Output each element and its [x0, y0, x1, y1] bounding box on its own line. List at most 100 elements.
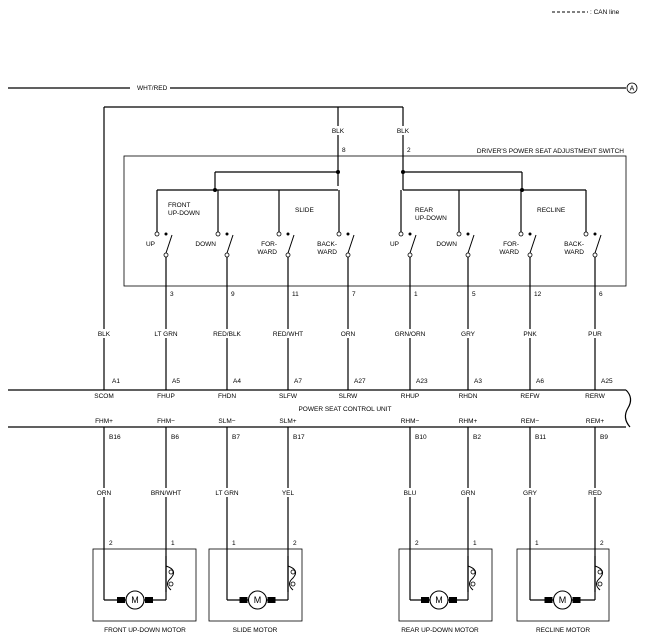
switch-label-1: DOWN [195, 241, 216, 248]
switch-label2-2: WARD [257, 249, 277, 256]
group-recline: RECLINE [537, 207, 566, 214]
motor-signal-6: REM− [521, 418, 539, 425]
motor-limit-arc-3 [594, 565, 604, 591]
motor-wire-label-4: BLU [404, 490, 417, 497]
switch-pin-0: 3 [170, 291, 174, 298]
wire-label-bg-1 [209, 329, 245, 338]
motor-limit-bot-0 [168, 581, 174, 587]
motor-pin-4: 2 [415, 540, 419, 547]
motor-name-slide: SLIDE MOTOR [233, 627, 278, 634]
motor-terminal-2: B7 [232, 434, 240, 441]
switch-contact-bottom-7 [592, 252, 598, 258]
motor-brush-right-3 [572, 597, 581, 603]
switch-pivot-6 [528, 232, 532, 236]
switch-pin-7: 6 [599, 291, 603, 298]
motor-symbol-text-3: M [559, 595, 567, 605]
motor-box-2 [398, 548, 493, 622]
motor-signal-0: FHM+ [95, 418, 113, 425]
motor-terminal-3: B17 [293, 434, 305, 441]
switch-blade-7 [594, 234, 602, 254]
motor-limit-arc-1 [287, 565, 297, 591]
unit-signal-4: RHUP [401, 393, 419, 400]
connector-a-circle [626, 82, 638, 94]
motor-terminal-5: B2 [473, 434, 481, 441]
unit-terminal-4: A23 [416, 378, 428, 385]
motor-pin-0: 2 [109, 540, 113, 547]
switch-contact-top-1 [215, 231, 221, 237]
scom-terminal: A1 [112, 378, 120, 385]
motor-pin-2: 1 [232, 540, 236, 547]
wire-label-bg-5 [450, 329, 486, 338]
motor-symbol-2 [429, 590, 449, 610]
node-3 [401, 170, 405, 174]
unit-signal-2: SLFW [279, 393, 298, 400]
motor-wire-label-bg-1 [148, 488, 184, 497]
unit-terminal-3: A27 [354, 378, 366, 385]
motor-limit-arc-2 [467, 565, 477, 591]
motor-limit-bot-1 [290, 581, 296, 587]
switch-box [123, 155, 627, 287]
motor-box-3 [516, 548, 610, 622]
unit-terminal-2: A7 [294, 378, 302, 385]
motor-name-rear: REAR UP-DOWN MOTOR [401, 627, 479, 634]
connector-a-label: A [630, 86, 635, 93]
switch-label2-7: WARD [564, 249, 584, 256]
motor-wire-label-2: LT GRN [215, 490, 239, 497]
wire-label-1: RED/BLK [213, 331, 241, 338]
motor-symbol-text-2: M [435, 595, 443, 605]
feed-wire-left-label: BLK [332, 128, 345, 135]
can-line-legend: : CAN line [590, 9, 620, 16]
wire-label-bg-4 [392, 329, 428, 338]
motor-name-recline: RECLINE MOTOR [536, 627, 590, 634]
group-slide: SLIDE [295, 207, 314, 214]
wire-label-bg-0 [148, 329, 184, 338]
unit-title: POWER SEAT CONTROL UNIT [298, 406, 391, 413]
unit-signal-5: RHDN [459, 393, 478, 400]
switch-label-2: FOR- [261, 241, 277, 248]
motor-box-0 [92, 548, 197, 622]
motor-signal-7: REM+ [586, 418, 604, 425]
motor-symbol-1 [247, 590, 268, 610]
wire-label-3: ORN [341, 331, 356, 338]
switch-label-5: DOWN [436, 241, 457, 248]
wire-label-6: PNK [523, 331, 537, 338]
switch-contact-bottom-1 [224, 252, 230, 258]
switch-label-3: BACK- [317, 241, 337, 248]
motor-terminal-4: B10 [415, 434, 427, 441]
unit-signal-6: REFW [520, 393, 540, 400]
motor-wire-label-bg-7 [577, 488, 613, 497]
unit-signal-3: SLRW [339, 393, 359, 400]
motor-wire-label-bg-5 [450, 488, 486, 497]
motor-wire-label-bg-6 [512, 488, 548, 497]
motor-wire-label-0: ORN [97, 490, 112, 497]
motor-brush-right-1 [267, 597, 276, 603]
motor-pin-6: 1 [535, 540, 539, 547]
wire-label-bg-6 [512, 329, 548, 338]
switch-pin-3: 7 [352, 291, 356, 298]
motor-pin-3: 2 [293, 540, 297, 547]
group-front-l1: FRONT [168, 202, 190, 209]
unit-terminal-0: A5 [172, 378, 180, 385]
wire-label-2: RED/WHT [273, 331, 303, 338]
motor-brush-left-2 [421, 597, 429, 603]
switch-contact-top-6 [518, 231, 524, 237]
group-rear-line2: UP-DOWN [415, 215, 447, 222]
motor-wire-label-1: BRN/WHT [151, 490, 181, 497]
motor-symbol-3 [552, 590, 573, 610]
switch-pin-1: 9 [231, 291, 235, 298]
motor-brush-left-1 [239, 597, 248, 603]
switch-pin-5: 5 [472, 291, 476, 298]
feed-label-bg-1 [328, 126, 348, 135]
scom-wire-label: BLK [98, 331, 111, 338]
switch-contact-top-2 [276, 231, 282, 237]
motor-signal-3: SLM+ [279, 418, 296, 425]
unit-signal-0: FHUP [157, 393, 175, 400]
motor-signal-1: FHM− [157, 418, 175, 425]
unit-terminal-5: A3 [474, 378, 482, 385]
switch-contact-bottom-2 [285, 252, 291, 258]
motor-limit-bot-3 [597, 581, 603, 587]
scom-label-bg [95, 329, 113, 338]
motor-symbol-text-0: M [131, 595, 139, 605]
switch-pivot-2 [286, 232, 290, 236]
